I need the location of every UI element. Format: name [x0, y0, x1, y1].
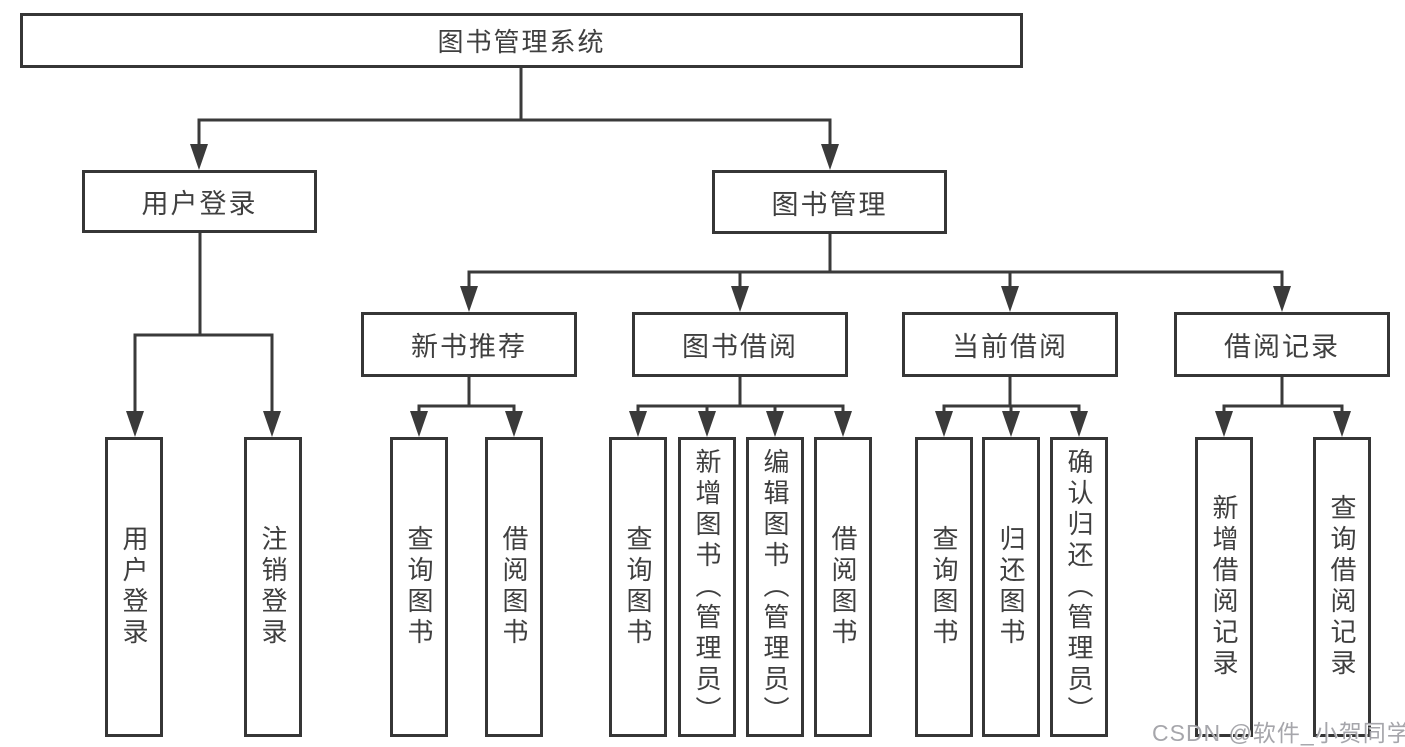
node-label: 编辑图书（管理员） [760, 447, 790, 727]
connector-edges [133, 68, 1344, 413]
arrowheads [126, 144, 1351, 437]
node-label: 查询图书 [929, 525, 959, 649]
node-label: 归还图书 [996, 525, 1026, 649]
leaf-query-books-current: 查询图书 [915, 437, 973, 737]
leaf-query-borrow-record: 查询借阅记录 [1313, 437, 1371, 737]
node-label: 借阅记录 [1224, 332, 1340, 362]
node-label: 新书推荐 [411, 332, 527, 362]
leaf-return-book: 归还图书 [982, 437, 1040, 737]
node-label: 借阅图书 [499, 525, 529, 649]
node-label: 当前借阅 [952, 332, 1068, 362]
node-label: 注销登录 [258, 525, 288, 649]
node-user-login: 用户登录 [82, 170, 317, 233]
node-borrowing-records: 借阅记录 [1174, 312, 1390, 377]
node-book-management: 图书管理 [712, 170, 947, 234]
node-label: 查询图书 [404, 525, 434, 649]
node-label: 查询借阅记录 [1327, 494, 1357, 680]
node-label: 确认归还（管理员） [1064, 447, 1094, 727]
leaf-logout: 注销登录 [244, 437, 302, 737]
node-label: 图书管理 [771, 189, 888, 220]
leaf-edit-book-admin: 编辑图书（管理员） [746, 437, 804, 737]
leaf-borrow-books-recommend: 借阅图书 [485, 437, 543, 737]
node-label: 新增借阅记录 [1209, 494, 1239, 680]
leaf-user-login: 用户登录 [105, 437, 163, 737]
node-label: 图书借阅 [682, 332, 798, 362]
node-new-book-recommendation: 新书推荐 [361, 312, 577, 377]
node-label: 借阅图书 [828, 525, 858, 649]
leaf-add-book-admin: 新增图书（管理员） [678, 437, 736, 737]
node-label: 用户登录 [119, 525, 149, 649]
node-label: 用户登录 [141, 189, 258, 219]
node-label: 新增图书（管理员） [692, 447, 722, 727]
leaf-borrow-books-borrowing: 借阅图书 [814, 437, 872, 737]
leaf-query-books-recommend: 查询图书 [390, 437, 448, 737]
leaf-confirm-return-admin: 确认归还（管理员） [1050, 437, 1108, 737]
node-book-borrowing: 图书借阅 [632, 312, 848, 377]
node-label: 图书管理系统 [437, 27, 606, 57]
leaf-query-books-borrowing: 查询图书 [609, 437, 667, 737]
node-label: 查询图书 [623, 525, 653, 649]
node-current-borrowing: 当前借阅 [902, 312, 1118, 377]
node-library-system: 图书管理系统 [20, 13, 1023, 68]
leaf-add-borrow-record: 新增借阅记录 [1195, 437, 1253, 737]
